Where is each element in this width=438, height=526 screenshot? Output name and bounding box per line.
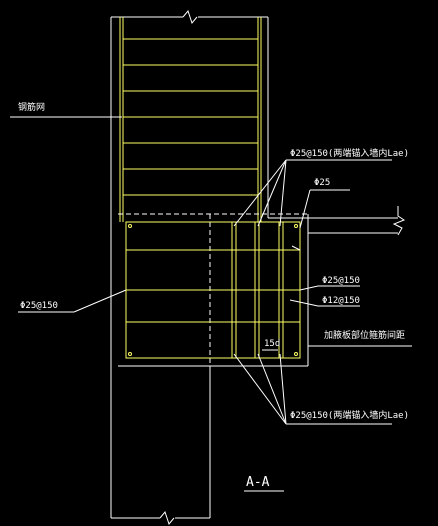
wall-rebar [119,17,262,222]
label-bottom-bar-anchor: Φ25@150(两端锚入墙内Lae) [290,409,409,421]
label-vertical-bar: Φ25@150 [322,276,360,286]
section-title: A-A [246,475,270,490]
beam-rebar [125,221,301,359]
annotations: 钢筋网 Φ25@150(两端锚入墙内Lae) Φ25 Φ25@150 Φ12@1… [18,101,409,490]
label-top-bar: Φ25 [314,178,330,188]
wall-outline [110,9,406,526]
label-top-bar-anchor: Φ25@150(两端锚入墙内Lae) [290,147,409,159]
leader-lines [10,116,412,492]
label-side-note: 加腋板部位箍筋间距 [324,329,405,341]
label-wall-side: 钢筋网 [18,101,45,113]
label-left-bar: Φ25@150 [20,301,58,311]
label-stirrup: Φ12@150 [322,296,360,306]
label-dev-length: 15d [264,339,280,349]
